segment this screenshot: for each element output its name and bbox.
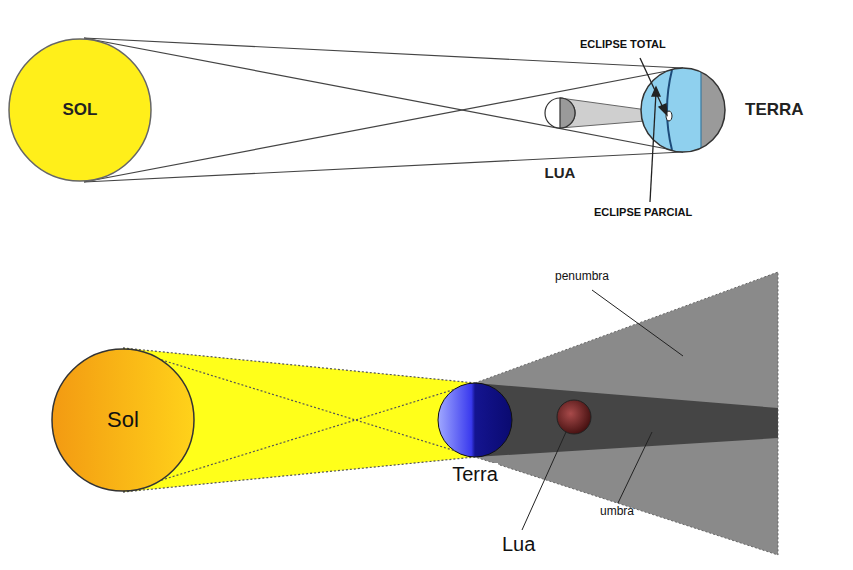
callout-label: ECLIPSE TOTAL [578,38,668,51]
moon-body [545,98,575,128]
penumbra-region [475,272,778,555]
region-label: umbra [598,505,636,519]
earth-circle: TERRA [641,68,725,152]
sun-circle: Sol [51,348,195,492]
earth-body [438,383,512,457]
earth-circle: Terra [438,383,512,457]
node-title: TERRA [745,100,804,120]
leader-lines [522,290,683,530]
callout-label: ECLIPSE PARCIAL [592,206,694,219]
sun-circle: SOL [8,38,152,182]
moon-circle: LUA [545,98,575,128]
moon-label: Lua [500,533,537,556]
region-label: penumbra [553,270,611,284]
node-title: SOL [63,100,98,120]
moon-body [557,400,591,434]
leader-lines [640,58,667,202]
light-rays [84,38,683,182]
umbra-region [475,383,778,457]
earth-body [630,60,725,160]
node-title: LUA [545,164,576,181]
solar-eclipse-figure [84,38,725,202]
node-title: Sol [107,407,139,432]
node-title: Terra [452,463,498,486]
lunar-eclipse-figure [123,272,778,555]
